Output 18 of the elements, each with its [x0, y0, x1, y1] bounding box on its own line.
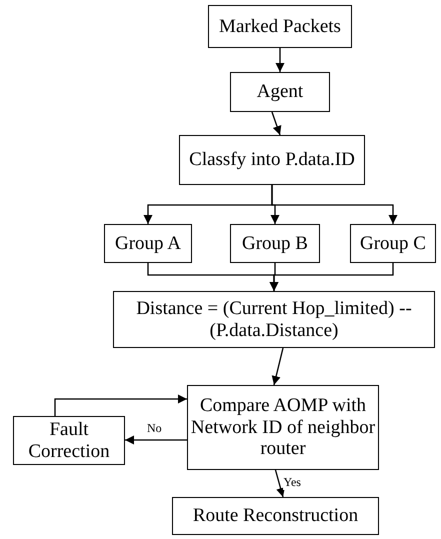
arrow [276, 48, 284, 72]
process-box: Marked Packets [208, 5, 352, 48]
arrow [274, 470, 285, 498]
process-box: Route Reconstruction [172, 497, 379, 535]
arrow [271, 185, 398, 224]
process-box: Agent [230, 72, 330, 112]
process-box: Distance = (Current Hop_limited) -- (P.data.Distance) [113, 291, 435, 348]
arrow [270, 263, 394, 291]
arrow [125, 436, 187, 444]
process-box: Group C [350, 224, 436, 263]
arrow [54, 394, 187, 416]
process-box: Classfy into P.data.ID [179, 135, 365, 185]
arrow [272, 348, 284, 386]
process-box: Group B [230, 224, 320, 263]
process-box: Group A [104, 224, 192, 263]
process-box: Fault Correction [13, 416, 125, 465]
process-box: Compare AOMP with Network ID of neighbor router [187, 385, 379, 470]
arrow [271, 112, 282, 136]
